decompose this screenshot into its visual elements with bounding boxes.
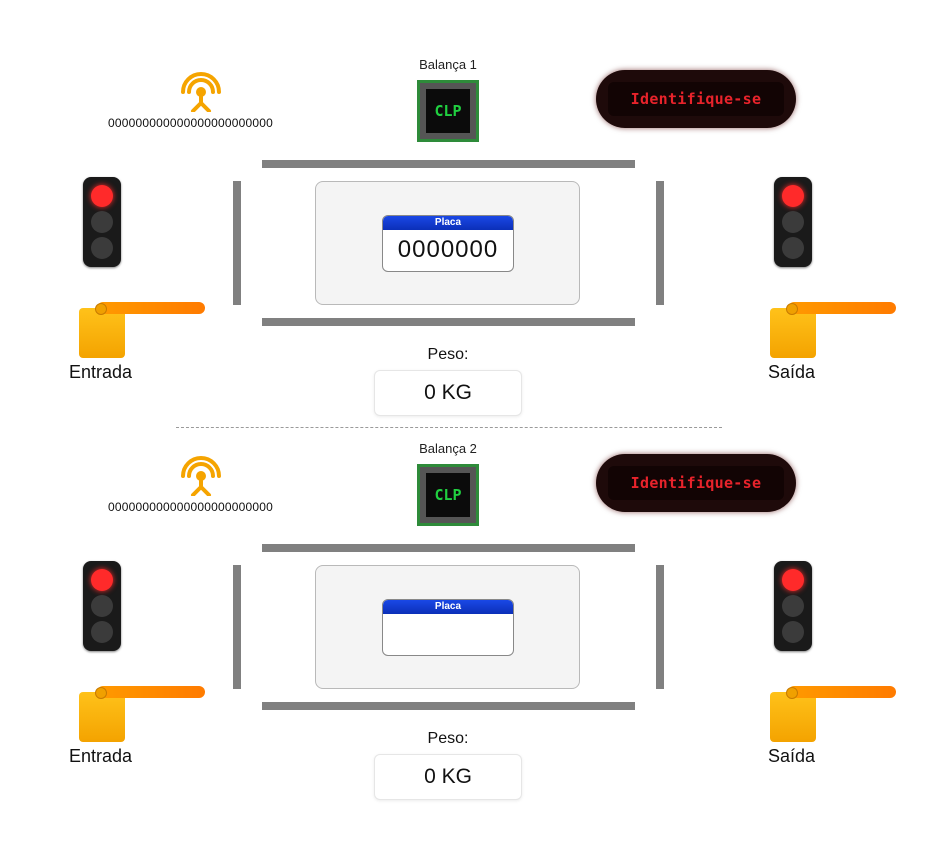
plate-number: 0000000 <box>397 236 499 263</box>
rfid-code: 000000000000000000000000 <box>108 116 273 130</box>
yellow-lamp <box>91 595 113 617</box>
entry-label: Entrada <box>69 362 133 382</box>
weight-value: 0 KG <box>374 754 522 800</box>
platform-rail-right <box>656 181 664 305</box>
scale-divider <box>176 427 722 428</box>
rfid-code: 000000000000000000000000 <box>108 500 273 514</box>
exit-gate-icon[interactable] <box>770 686 896 742</box>
scale-panel-1: 000000000000000000000000 Balança 1 CLP I… <box>0 0 947 416</box>
clp-label: CLP <box>426 473 470 517</box>
weight-label: Peso: <box>427 730 469 747</box>
gate-pivot <box>786 687 798 699</box>
exit-label: Saída <box>768 362 816 382</box>
clp-frame: CLP <box>420 83 476 139</box>
gate-post <box>770 308 816 358</box>
platform-rail-top <box>262 544 635 552</box>
gate-arm <box>788 686 896 698</box>
gate-arm <box>97 302 205 314</box>
plate-header: Placa <box>383 216 513 230</box>
green-lamp <box>782 237 804 259</box>
gate-post <box>79 692 125 742</box>
red-lamp <box>91 569 113 591</box>
license-plate: Placa 0000000 <box>382 215 514 272</box>
platform-rail-bottom <box>262 318 635 326</box>
rfid-antenna-icon <box>181 456 221 496</box>
led-display-panel: Identifique-se <box>596 454 796 512</box>
exit-label: Saída <box>768 746 816 766</box>
entry-traffic-light-icon <box>83 177 121 267</box>
red-lamp <box>91 185 113 207</box>
red-lamp <box>782 569 804 591</box>
platform-rail-left <box>233 565 241 689</box>
yellow-lamp <box>782 595 804 617</box>
platform-rail-right <box>656 565 664 689</box>
rfid-antenna-icon <box>181 72 221 112</box>
scale-title: Balança 1 <box>419 57 477 72</box>
platform-rail-bottom <box>262 702 635 710</box>
gate-post <box>79 308 125 358</box>
scale-panel-2: 000000000000000000000000 Balança 2 CLP I… <box>0 384 947 800</box>
yellow-lamp <box>782 211 804 233</box>
green-lamp <box>91 237 113 259</box>
platform-rail-top <box>262 160 635 168</box>
led-screen: Identifique-se <box>608 466 784 500</box>
weight-value: 0 KG <box>374 370 522 416</box>
entry-gate-icon[interactable] <box>79 302 205 358</box>
red-lamp <box>782 185 804 207</box>
exit-traffic-light-icon <box>774 561 812 651</box>
exit-traffic-light-icon <box>774 177 812 267</box>
platform-rail-left <box>233 181 241 305</box>
scale-title: Balança 2 <box>419 441 477 456</box>
display-message: Identifique-se <box>630 90 762 108</box>
led-display-panel: Identifique-se <box>596 70 796 128</box>
plate-header: Placa <box>383 600 513 614</box>
gate-post <box>770 692 816 742</box>
entry-gate-icon[interactable] <box>79 686 205 742</box>
gate-arm <box>788 302 896 314</box>
license-plate: Placa <box>382 599 514 656</box>
gate-pivot <box>95 687 107 699</box>
exit-gate-icon[interactable] <box>770 302 896 358</box>
clp-controller: CLP <box>417 80 479 142</box>
entry-traffic-light-icon <box>83 561 121 651</box>
gate-pivot <box>786 303 798 315</box>
clp-label: CLP <box>426 89 470 133</box>
clp-frame: CLP <box>420 467 476 523</box>
weight-label: Peso: <box>427 346 469 363</box>
clp-controller: CLP <box>417 464 479 526</box>
yellow-lamp <box>91 211 113 233</box>
led-screen: Identifique-se <box>608 82 784 116</box>
green-lamp <box>91 621 113 643</box>
display-message: Identifique-se <box>630 474 762 492</box>
gate-pivot <box>95 303 107 315</box>
entry-label: Entrada <box>69 746 133 766</box>
green-lamp <box>782 621 804 643</box>
gate-arm <box>97 686 205 698</box>
